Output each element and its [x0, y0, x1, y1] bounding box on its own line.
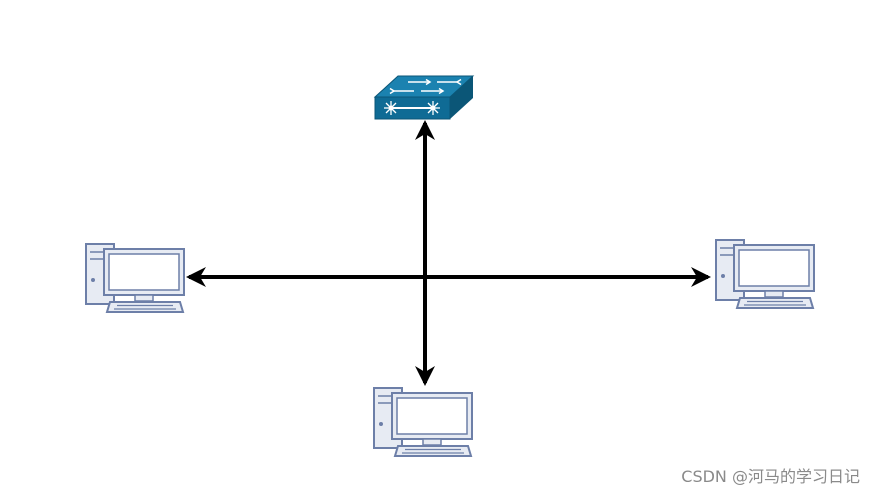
network-switch-icon[interactable]	[373, 75, 475, 120]
connectors	[186, 120, 711, 386]
bottom-desktop-computer-icon[interactable]	[373, 387, 473, 457]
watermark-text: CSDN @河马的学习日记	[681, 467, 860, 486]
right-desktop-computer-icon[interactable]	[715, 239, 815, 309]
left-desktop-computer-icon[interactable]	[85, 243, 185, 313]
